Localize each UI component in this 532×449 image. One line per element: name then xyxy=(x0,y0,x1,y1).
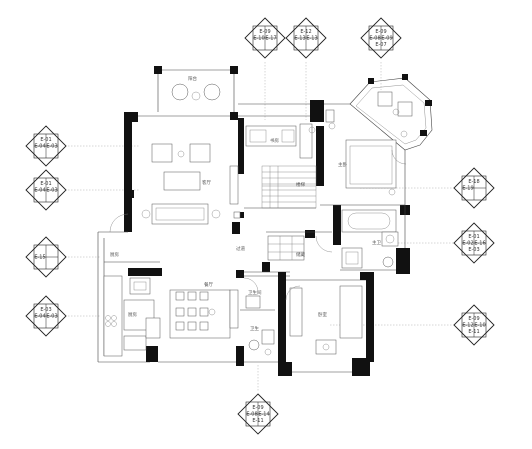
elevation-tag-label: E-10 xyxy=(474,323,485,329)
svg-text:厨房: 厨房 xyxy=(110,251,119,258)
elevation-tag-label: E-17 xyxy=(265,36,276,42)
elevation-tag: E-18E-19 xyxy=(453,167,495,209)
elevation-tag-label: E-04 xyxy=(34,314,45,320)
elevation-tag-label: E-07 xyxy=(375,42,386,48)
elevation-tag-label: E-19 xyxy=(462,186,473,192)
elevation-tag-label: E-16 xyxy=(474,241,485,247)
elevation-tag-label: E-13 xyxy=(294,36,305,42)
svg-text:书房: 书房 xyxy=(270,137,279,144)
elevation-tag-label: E-11 xyxy=(252,418,263,424)
elevation-tag-label: E-12 xyxy=(462,323,473,329)
svg-text:储藏: 储藏 xyxy=(296,251,305,258)
svg-text:阳台: 阳台 xyxy=(188,75,197,82)
elevation-tag-label: E-01 xyxy=(40,137,51,143)
elevation-tag-label: E-03 xyxy=(46,144,57,150)
elevation-tag-label: E-09 xyxy=(375,29,386,35)
elevation-tag-label: E-02 xyxy=(462,241,473,247)
svg-text:客厅: 客厅 xyxy=(202,179,211,186)
elevation-tag-label: E-09 xyxy=(381,36,392,42)
elevation-tag-label: E-14 xyxy=(258,412,269,418)
elevation-tag-label: E-09 xyxy=(252,405,263,411)
elevation-tag-label: E-08 xyxy=(369,36,380,42)
furniture xyxy=(103,83,413,357)
elevation-tag-label: E-18 xyxy=(468,179,479,185)
elevation-tag-label: E-12 xyxy=(300,29,311,35)
svg-text:厨房: 厨房 xyxy=(128,311,137,318)
elevation-tag-label: E-03 xyxy=(40,307,51,313)
elevation-tag-label: E-10 xyxy=(253,36,264,42)
elevation-tag: E-15 xyxy=(25,236,67,278)
elevation-tag-label: E-03 xyxy=(46,188,57,194)
svg-text:过道: 过道 xyxy=(236,245,245,252)
elevation-tag-label: E-01 xyxy=(40,181,51,187)
svg-text:主卧: 主卧 xyxy=(338,161,347,168)
elevation-tag-label: E-09 xyxy=(259,29,270,35)
elevation-tag-label: E-09 xyxy=(468,316,479,322)
elevation-tag-label: E-08 xyxy=(246,412,257,418)
room-annotations: 阳台 客厅 书房 楼梯 主卧 主卫 过道 储藏 厨房 厨房 餐厅 卫生间 卫生 … xyxy=(110,75,381,332)
elevation-tag-label: E-04 xyxy=(34,188,45,194)
elevation-tag-label: E-11 xyxy=(468,329,479,335)
svg-text:主卫: 主卫 xyxy=(372,239,381,246)
elevation-tag-label: E-15 xyxy=(34,255,45,261)
svg-text:卫生间: 卫生间 xyxy=(248,289,262,296)
svg-text:卫生: 卫生 xyxy=(250,325,259,332)
walls xyxy=(97,66,433,376)
svg-text:卧室: 卧室 xyxy=(318,311,327,318)
svg-text:楼梯: 楼梯 xyxy=(296,181,305,188)
elevation-tag-label: E-03 xyxy=(468,247,479,253)
staircase xyxy=(261,165,317,209)
elevation-tag-label: E-03 xyxy=(46,314,57,320)
elevation-tag-label: E-13 xyxy=(306,36,317,42)
elevation-tag-label: E-01 xyxy=(468,234,479,240)
svg-text:餐厅: 餐厅 xyxy=(204,281,213,288)
elevation-tag-label: E-04 xyxy=(34,144,45,150)
